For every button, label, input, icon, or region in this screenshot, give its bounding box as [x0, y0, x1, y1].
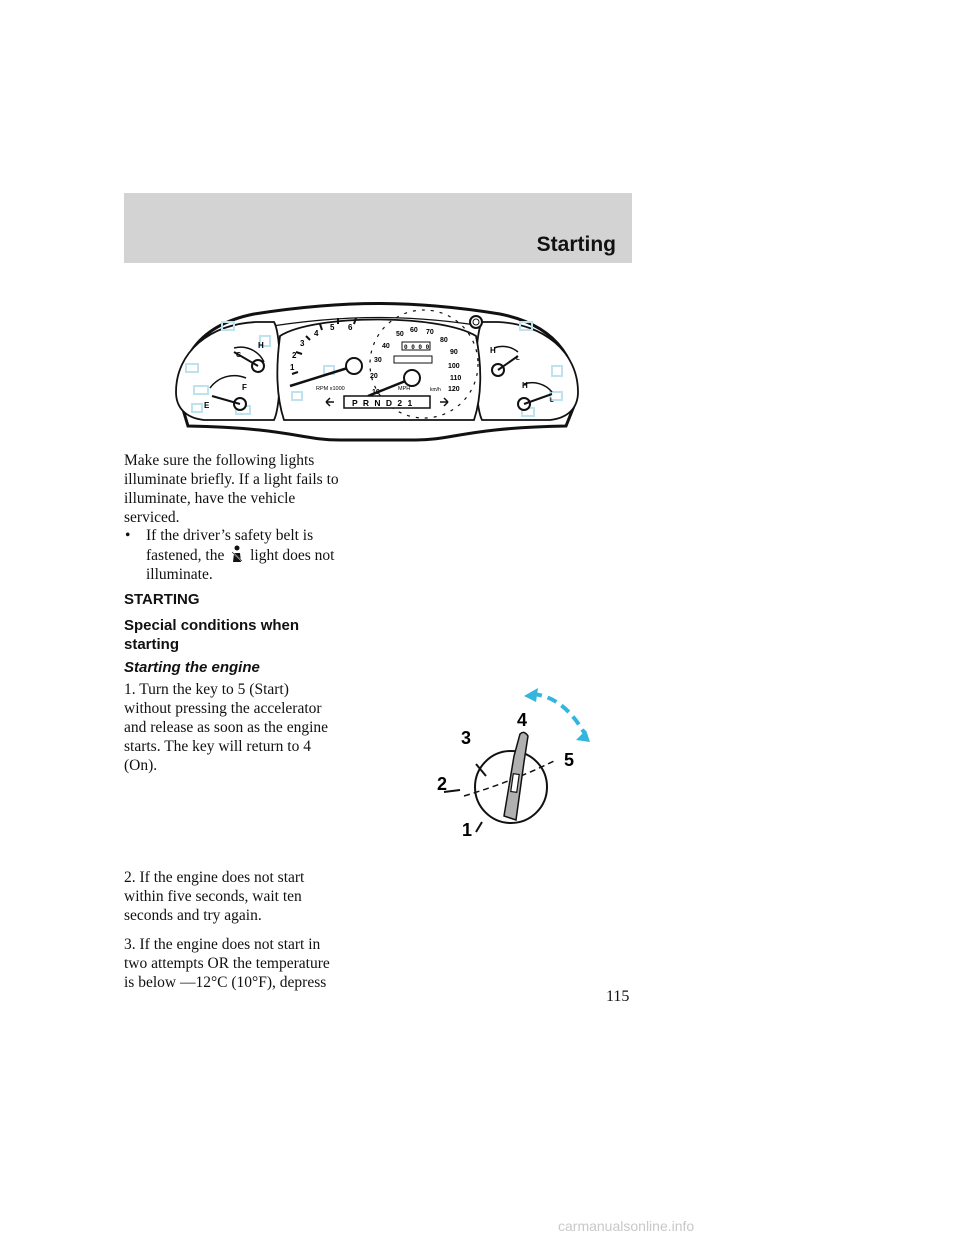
fuel-f-label: F — [242, 383, 247, 392]
trip-reset-knob — [469, 315, 483, 329]
arrow-head-left-icon — [524, 688, 538, 702]
svg-text:5: 5 — [330, 323, 335, 332]
safety-belt-bullet: • If the driver’s safety belt is fastene… — [125, 527, 335, 583]
position-1-label: 1 — [462, 820, 472, 840]
fuel-e-label: E — [204, 401, 210, 410]
rotation-arrow — [531, 692, 588, 737]
svg-text:L: L — [516, 356, 520, 362]
starting-engine-subheading: Starting the engine — [124, 659, 260, 676]
svg-text:L: L — [550, 398, 554, 404]
intro-paragraph: Make sure the following lights illuminat… — [124, 452, 339, 526]
svg-text:120: 120 — [448, 386, 460, 393]
starting-heading: STARTING — [124, 591, 200, 608]
svg-text:80: 80 — [440, 337, 448, 344]
svg-text:110: 110 — [450, 375, 461, 382]
special-conditions-heading-line2: starting — [124, 636, 180, 653]
page-number: 115 — [606, 988, 630, 1005]
position-4-label: 4 — [517, 710, 527, 730]
svg-text:100: 100 — [448, 363, 460, 370]
position-2-label: 2 — [437, 774, 447, 794]
speed-mph-label: MPH — [398, 386, 410, 392]
svg-text:30: 30 — [374, 357, 382, 364]
tachometer: 1 2 3 4 5 6 RPM x1000 — [289, 317, 363, 392]
position-3-label: 3 — [461, 728, 471, 748]
position-5-label: 5 — [564, 750, 574, 770]
svg-text:90: 90 — [450, 349, 458, 356]
right-turn-arrow-icon — [440, 397, 449, 407]
prndl-text: P R N D 2 1 — [352, 398, 414, 408]
svg-text:2: 2 — [292, 351, 297, 360]
speed-kmh-label: km/h — [430, 387, 441, 393]
voltmeter-gauge: H L — [517, 381, 554, 411]
left-turn-arrow-icon — [325, 397, 334, 407]
svg-text:40: 40 — [382, 343, 390, 350]
fuel-gauge: E F — [204, 374, 247, 411]
ignition-switch-diagram: 3 4 5 2 1 — [437, 688, 590, 840]
temp-c-label: C — [236, 352, 241, 359]
temperature-gauge: C H — [233, 341, 265, 373]
odometer-display: 0 0 0 0 — [404, 344, 430, 351]
special-conditions-heading-line1: Special conditions when — [124, 617, 300, 634]
instrument-cluster-illustration: C H E F 1 2 3 4 5 6 RPM x1000 0 0 0 0 10… — [175, 302, 579, 442]
section-title: Starting — [536, 233, 616, 256]
gear-indicator: P R N D 2 1 — [325, 395, 449, 409]
svg-text:3: 3 — [300, 339, 305, 348]
tach-unit-label: RPM x1000 — [316, 386, 345, 392]
svg-text:6: 6 — [348, 323, 353, 332]
svg-text:50: 50 — [396, 331, 404, 338]
watermark: carmanualsonline.info — [558, 1218, 695, 1234]
svg-text:70: 70 — [426, 329, 434, 336]
svg-text:4: 4 — [314, 329, 319, 338]
section-header: Starting — [124, 193, 632, 263]
bullet-symbol: • — [125, 527, 131, 544]
arrow-head-right-icon — [576, 730, 590, 742]
step-3-paragraph: 3. If the engine does not start in two a… — [124, 936, 330, 991]
oil-pressure-gauge: H L — [490, 345, 520, 377]
svg-text:1: 1 — [290, 363, 295, 372]
temp-h-label: H — [258, 341, 264, 350]
step-2-paragraph: 2. If the engine does not start within f… — [124, 869, 305, 924]
warning-lamp-icons — [185, 321, 563, 417]
svg-text:60: 60 — [410, 327, 418, 334]
svg-text:20: 20 — [370, 373, 378, 380]
speedometer: 0 0 0 0 10 20 30 40 50 60 70 80 90 100 1… — [367, 309, 479, 419]
svg-text:H: H — [490, 346, 496, 355]
seat-belt-icon — [231, 545, 243, 562]
step-1-paragraph: 1. Turn the key to 5 (Start) without pre… — [124, 681, 329, 774]
svg-text:H: H — [522, 381, 528, 390]
